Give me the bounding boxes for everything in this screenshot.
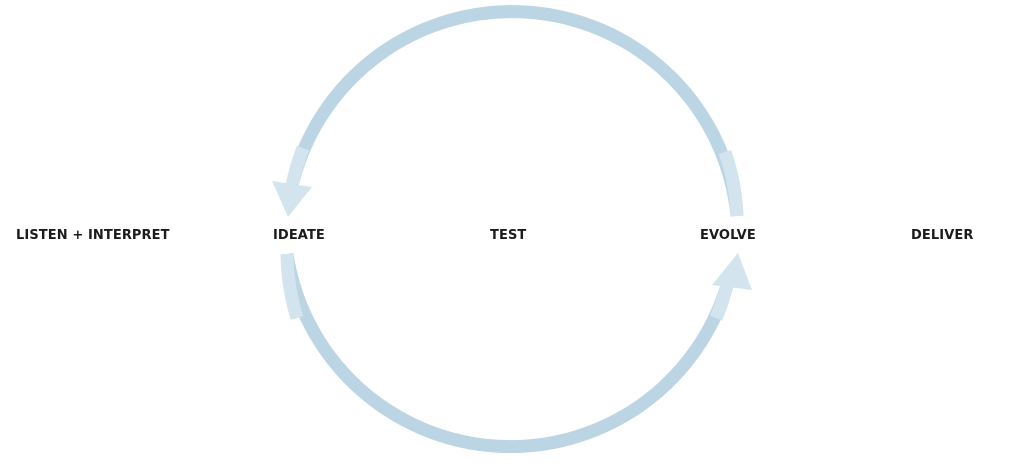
- top-arc-light-segment-left: [285, 145, 310, 188]
- bottom-arc-light-segment-left: [280, 253, 304, 320]
- stage-label-ideate: IDEATE: [273, 228, 325, 243]
- stage-label-evolve: EVOLVE: [700, 228, 756, 243]
- arrowhead-down-icon: [272, 181, 312, 217]
- arrowhead-up-icon: [712, 253, 752, 290]
- top-arc-light-segment-right: [718, 149, 744, 217]
- stage-label-listen-interpret: LISTEN + INTERPRET: [16, 228, 170, 243]
- bottom-arc: [280, 253, 735, 454]
- stage-label-test: TEST: [490, 228, 527, 243]
- bottom-arc-light-segment-right: [709, 280, 735, 321]
- top-arc: [285, 5, 744, 217]
- stage-label-deliver: DELIVER: [911, 228, 974, 243]
